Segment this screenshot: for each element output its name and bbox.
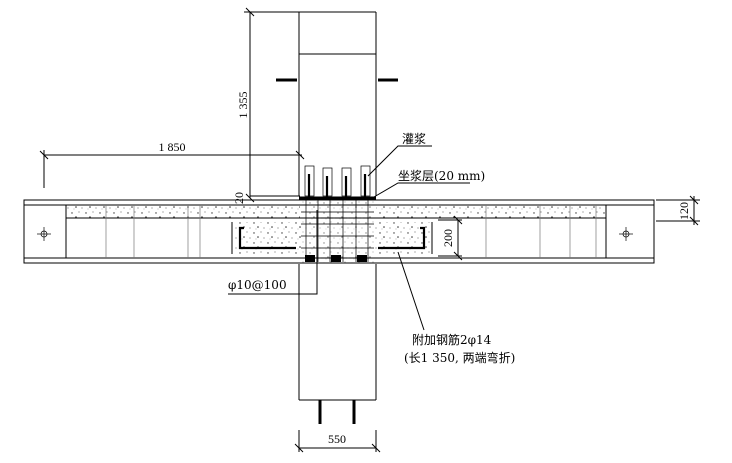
leader-stirrup: φ10@100	[228, 210, 318, 295]
dimension-half-span-text: 1 850	[159, 140, 186, 154]
cast-in-place-pockets	[231, 222, 433, 254]
column-outline	[298, 11, 377, 401]
label-additional-rebar-line1: 附加钢筋2φ14	[412, 332, 492, 347]
leader-grouting: 灌浆	[367, 131, 432, 177]
leader-additional-rebar: 附加钢筋2φ14 (长1 350, 两端弯折)	[397, 251, 515, 365]
dimension-column-height-text: 1 355	[236, 92, 250, 119]
bottom-projecting-bars	[318, 400, 356, 424]
label-stirrup: φ10@100	[228, 278, 287, 292]
grouting-sleeves	[304, 165, 371, 198]
joint-core	[301, 200, 374, 263]
label-additional-rebar-line2: (长1 350, 两端弯折)	[404, 350, 515, 365]
leader-mortar-layer: 坐浆层(20 mm)	[373, 168, 485, 198]
dimension-slab-thickness-text: 120	[677, 202, 691, 220]
dimension-column-height: 1 355	[236, 7, 299, 203]
dimension-beam-depth: 200	[438, 215, 463, 261]
label-mortar-layer: 坐浆层(20 mm)	[398, 168, 485, 183]
dimension-mortar-thickness-text: 20	[232, 192, 246, 204]
dimension-slab-thickness: 120	[656, 195, 700, 226]
anchor-hole-left-icon	[37, 227, 51, 241]
dimension-half-span: 1 850	[39, 140, 305, 188]
dimension-mortar-thickness: 20	[232, 192, 300, 204]
anchor-hole-right-icon	[619, 227, 633, 241]
label-grouting: 灌浆	[402, 131, 426, 146]
dimension-column-width-text: 550	[328, 432, 346, 446]
dimension-beam-depth-text: 200	[441, 229, 455, 247]
dimension-column-width: 550	[294, 430, 381, 453]
